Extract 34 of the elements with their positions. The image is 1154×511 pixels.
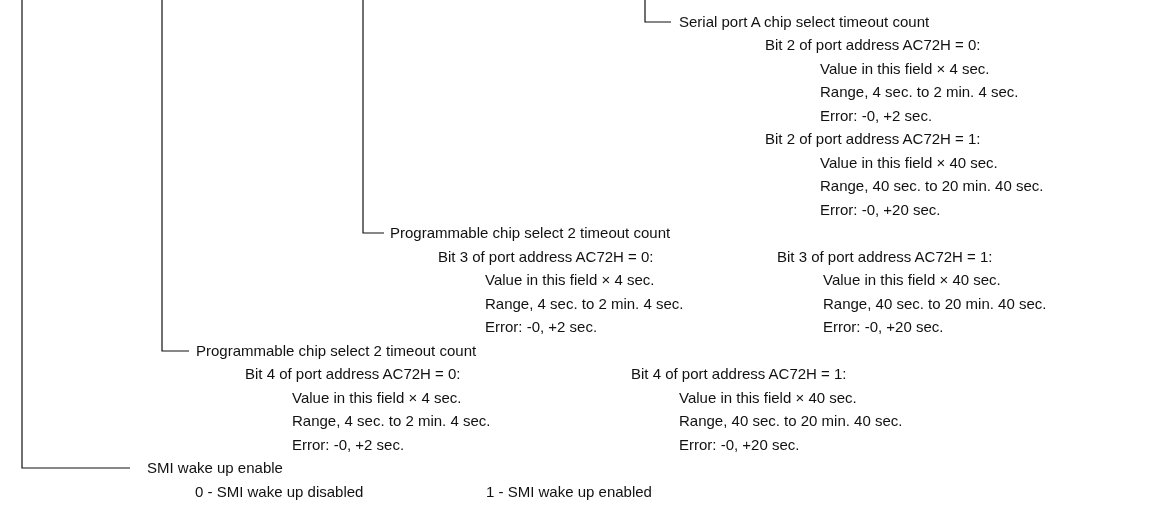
description-text: Bit 4 of port address AC72H = 1: — [631, 365, 847, 383]
description-text: Error: -0, +2 sec. — [292, 436, 405, 454]
field-heading: Programmable chip select 2 timeout count — [390, 224, 671, 242]
field-heading: Programmable chip select 2 timeout count — [196, 342, 477, 360]
leader-line — [21, 0, 131, 469]
leader-line — [362, 0, 385, 234]
description-text: Value in this field × 4 sec. — [292, 389, 462, 407]
description-text: 1 - SMI wake up enabled — [486, 483, 652, 501]
description-text: Value in this field × 4 sec. — [485, 271, 655, 289]
description-text: Range, 40 sec. to 20 min. 40 sec. — [823, 295, 1047, 313]
description-text: Value in this field × 40 sec. — [820, 154, 998, 172]
description-text: Error: -0, +20 sec. — [820, 201, 941, 219]
field-heading: SMI wake up enable — [147, 459, 283, 477]
description-text: Error: -0, +20 sec. — [679, 436, 800, 454]
description-text: Bit 3 of port address AC72H = 1: — [777, 248, 993, 266]
description-text: Range, 40 sec. to 20 min. 40 sec. — [679, 412, 903, 430]
description-text: Bit 4 of port address AC72H = 0: — [245, 365, 461, 383]
description-text: Range, 4 sec. to 2 min. 4 sec. — [485, 295, 684, 313]
description-text: Range, 4 sec. to 2 min. 4 sec. — [292, 412, 491, 430]
description-text: Value in this field × 40 sec. — [823, 271, 1001, 289]
description-text: Error: -0, +20 sec. — [823, 318, 944, 336]
description-text: Bit 2 of port address AC72H = 1: — [765, 130, 981, 148]
description-text: Value in this field × 4 sec. — [820, 60, 990, 78]
description-text: Error: -0, +2 sec. — [485, 318, 598, 336]
description-text: Range, 40 sec. to 20 min. 40 sec. — [820, 177, 1044, 195]
leader-line — [161, 0, 190, 352]
description-text: Bit 3 of port address AC72H = 0: — [438, 248, 654, 266]
description-text: Range, 4 sec. to 2 min. 4 sec. — [820, 83, 1019, 101]
description-text: Error: -0, +2 sec. — [820, 107, 933, 125]
description-text: Value in this field × 40 sec. — [679, 389, 857, 407]
description-text: 0 - SMI wake up disabled — [195, 483, 364, 501]
description-text: Bit 2 of port address AC72H = 0: — [765, 36, 981, 54]
field-heading: Serial port A chip select timeout count — [679, 13, 930, 31]
leader-line — [644, 0, 672, 23]
